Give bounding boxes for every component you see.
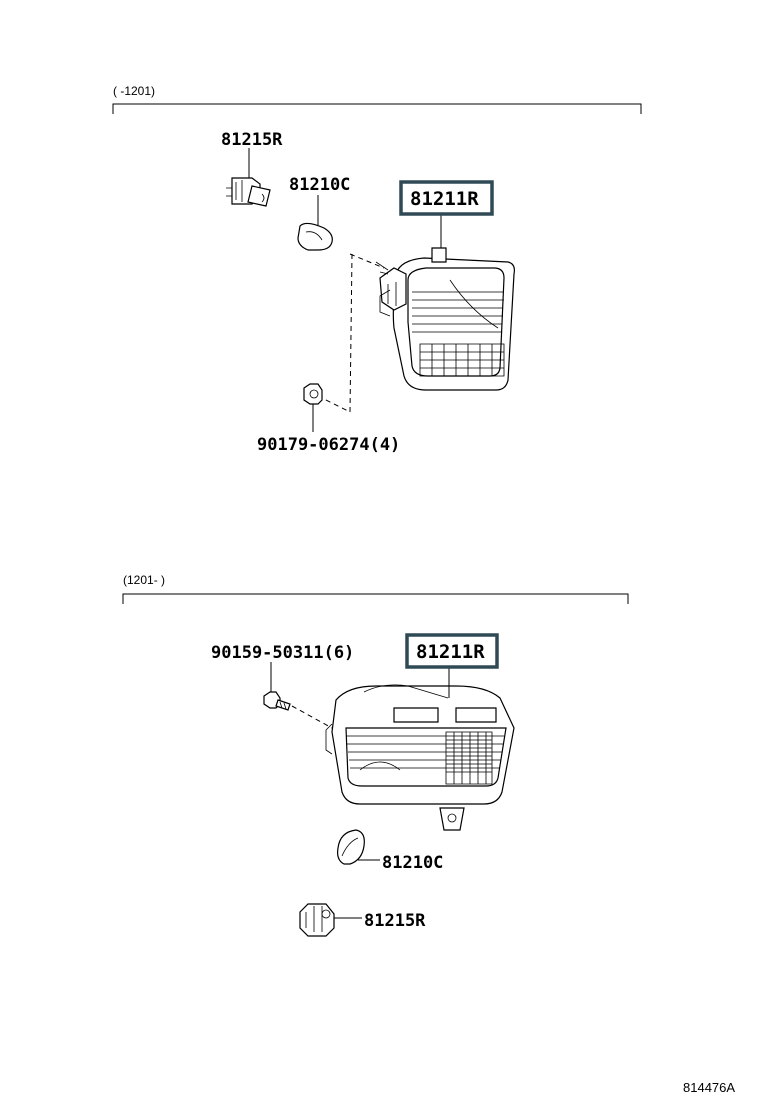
dashed-guide-early (321, 253, 353, 413)
range-label-early: ( -1201) (113, 84, 155, 98)
range-bracket-early (112, 103, 642, 114)
lamp-assembly-early (375, 247, 515, 391)
lamp-assembly-late (325, 684, 515, 831)
bulb-part-late (337, 829, 365, 865)
bulb-part-early (297, 222, 333, 251)
socket-part-early (226, 177, 271, 207)
socket-part-late (299, 903, 335, 937)
highlight-box-early (399, 180, 494, 216)
illustration-code: 814476A (683, 1080, 735, 1095)
dashed-guide-late (291, 705, 333, 729)
highlight-box-late (405, 633, 499, 669)
range-bracket-late (122, 593, 629, 604)
part-number-bulb-late[interactable]: 81210C (382, 853, 443, 873)
section-early: ( -1201) 81215R 81210C (112, 84, 642, 455)
part-number-socket-late[interactable]: 81215R (364, 911, 426, 931)
part-number-nut-early[interactable]: 90179-06274(4) (257, 435, 400, 455)
section-late: (1201- ) 90159-50311(6) (122, 573, 629, 937)
part-number-lamp-early[interactable]: 81211R (410, 188, 479, 210)
nut-part-early (303, 383, 323, 405)
screw-part-late (263, 691, 291, 711)
part-number-bulb-early[interactable]: 81210C (289, 175, 350, 195)
part-number-socket-early[interactable]: 81215R (221, 130, 283, 150)
part-number-screw-late[interactable]: 90159-50311(6) (211, 643, 354, 663)
range-label-late: (1201- ) (123, 573, 165, 587)
part-number-lamp-late[interactable]: 81211R (416, 641, 485, 663)
